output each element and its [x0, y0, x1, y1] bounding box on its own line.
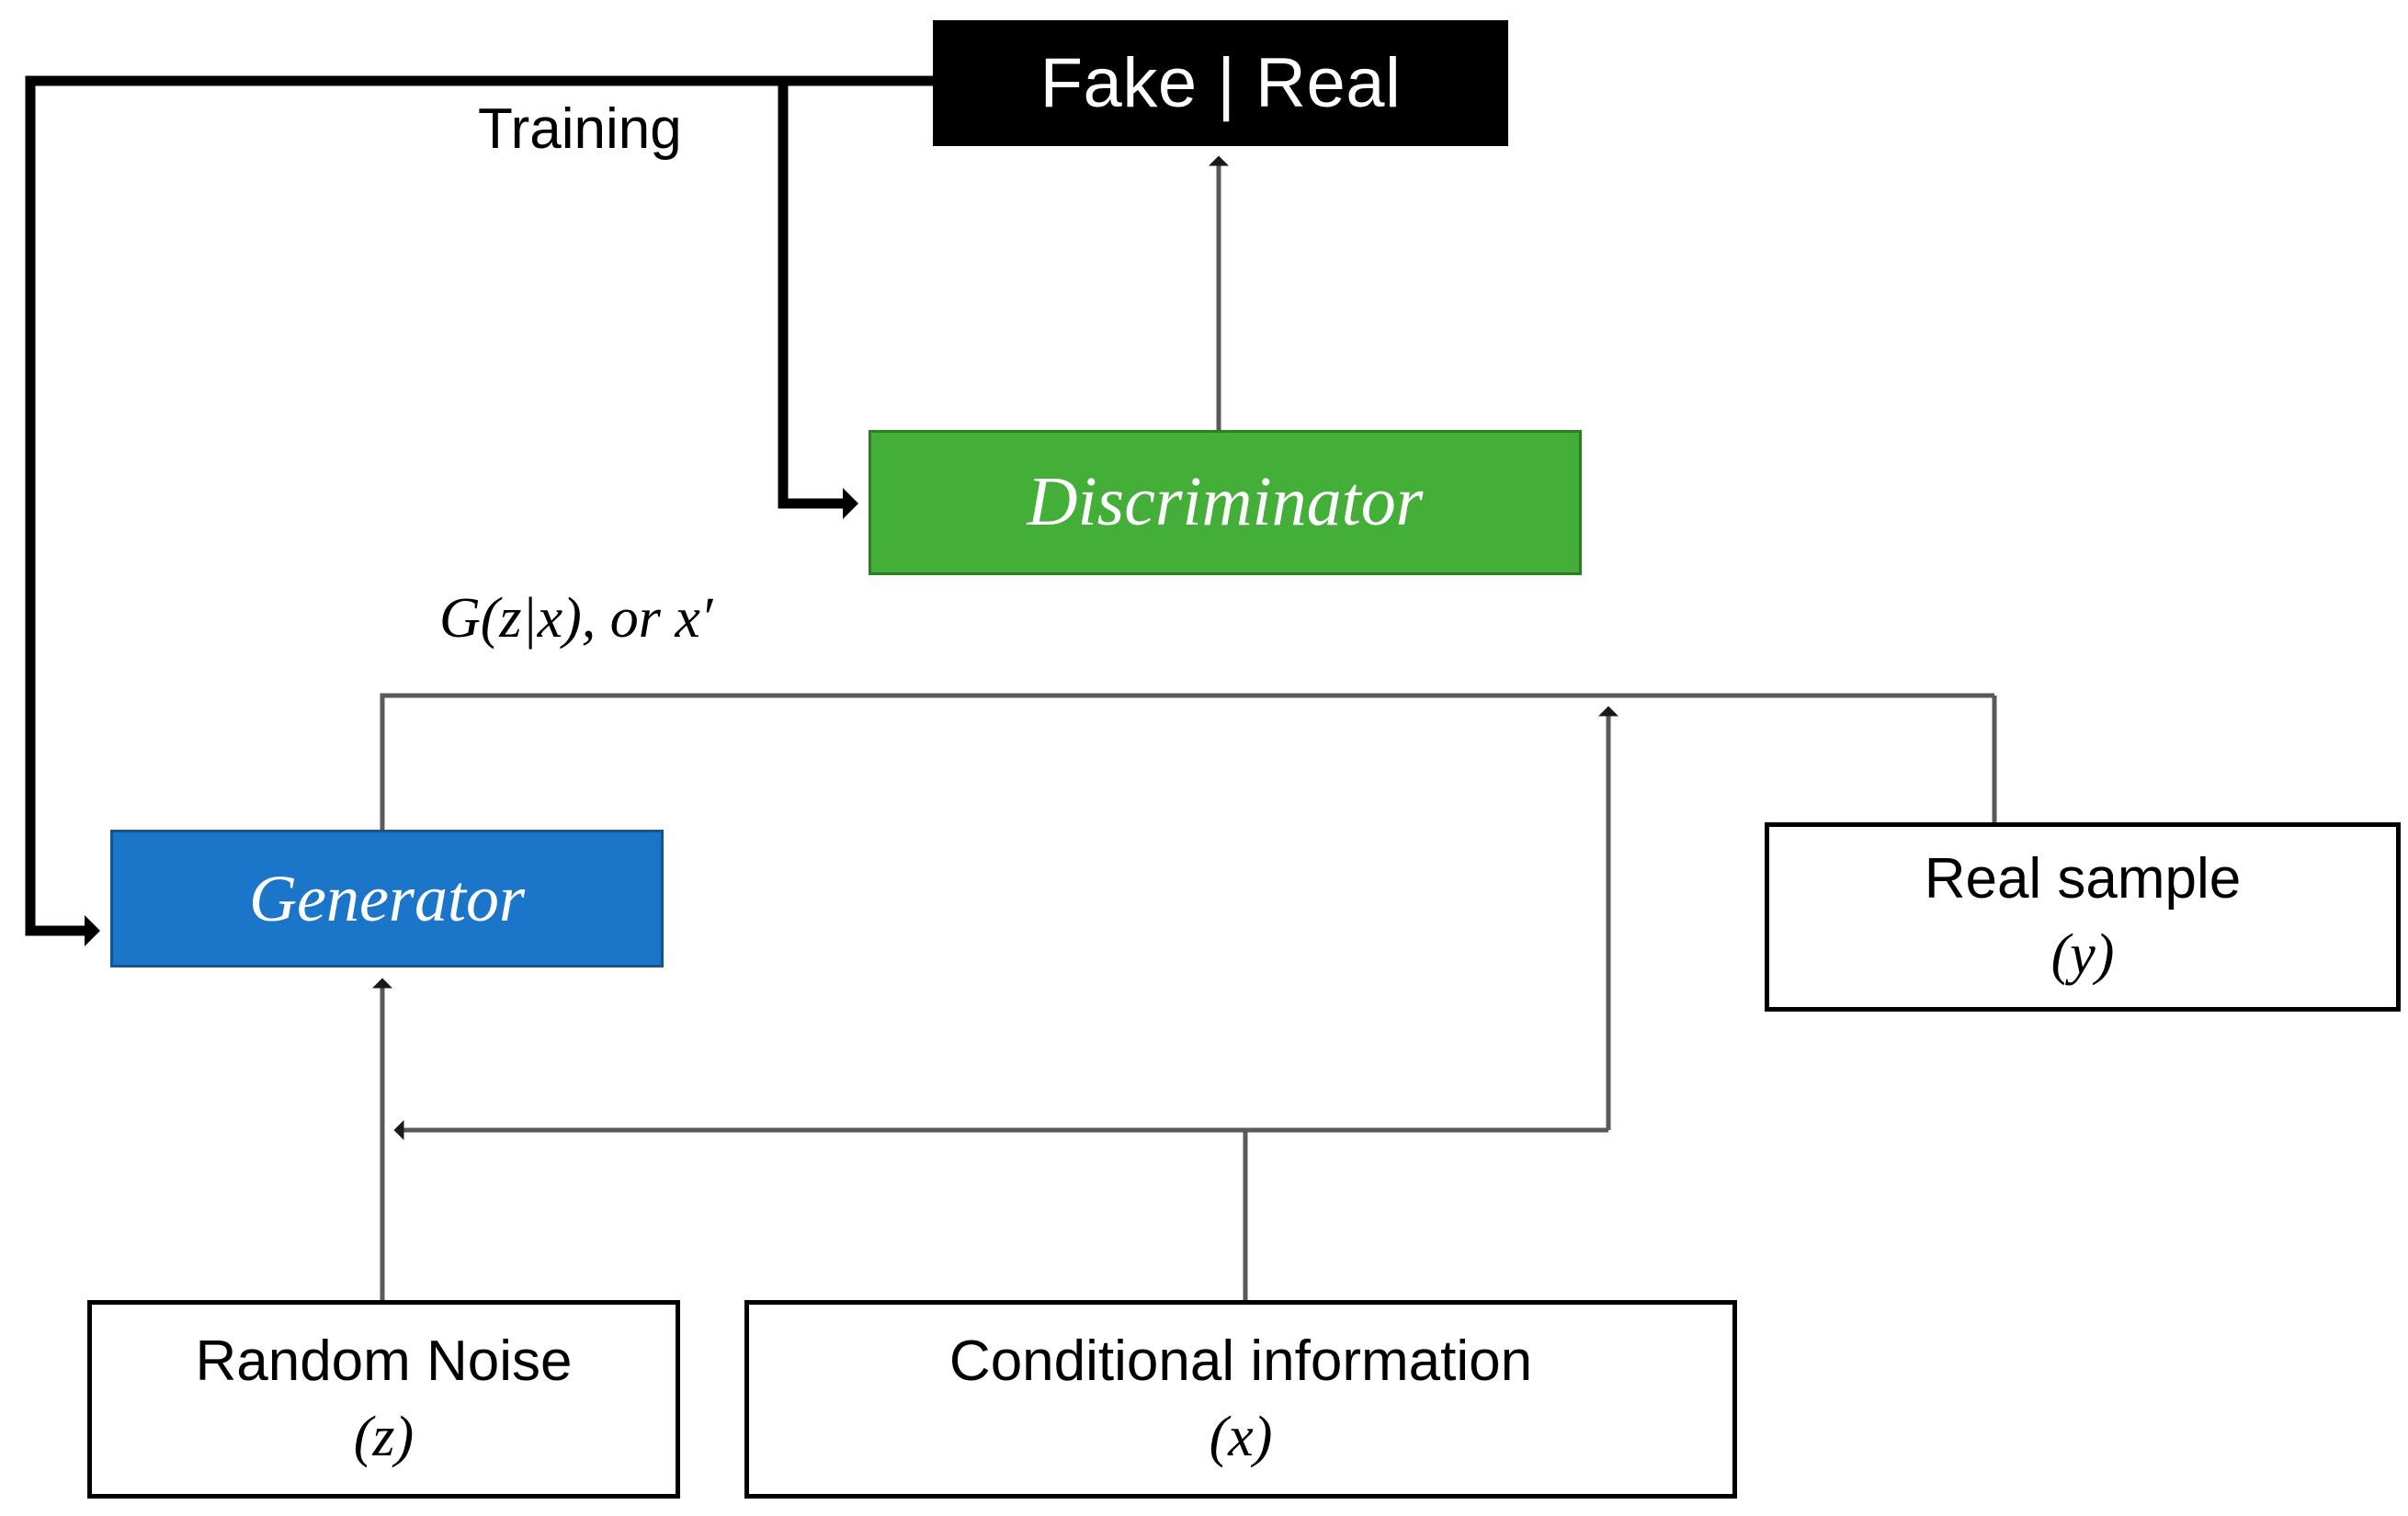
edge-label-training: Training	[478, 97, 682, 161]
edge-conditional-information-to-generator	[393, 1120, 1608, 1300]
discriminator-label: Discriminator	[1027, 463, 1424, 541]
node-random-noise[interactable]: Random Noise (z)	[87, 1300, 680, 1499]
node-real-sample[interactable]: Real sample (y)	[1765, 822, 2401, 1012]
node-verdict[interactable]: Fake | Real	[933, 20, 1508, 146]
random-noise-label: Random Noise	[195, 1329, 573, 1393]
conditional-information-label: Conditional information	[948, 1329, 1533, 1393]
conditional-information-variable: (x)	[1209, 1406, 1273, 1468]
edge-label-generator-output: G(z|x), or x′	[439, 587, 713, 650]
node-discriminator[interactable]: Discriminator	[869, 430, 1582, 575]
edge-training-loop	[25, 75, 933, 946]
random-noise-variable: (z)	[353, 1406, 415, 1468]
real-sample-variable: (y)	[2050, 923, 2115, 986]
generator-label: Generator	[249, 861, 525, 935]
node-generator[interactable]: Generator	[110, 830, 664, 967]
real-sample-label: Real sample	[1924, 846, 2242, 911]
node-conditional-information[interactable]: Conditional information (x)	[744, 1300, 1737, 1499]
verdict-label: Fake | Real	[1039, 43, 1402, 122]
